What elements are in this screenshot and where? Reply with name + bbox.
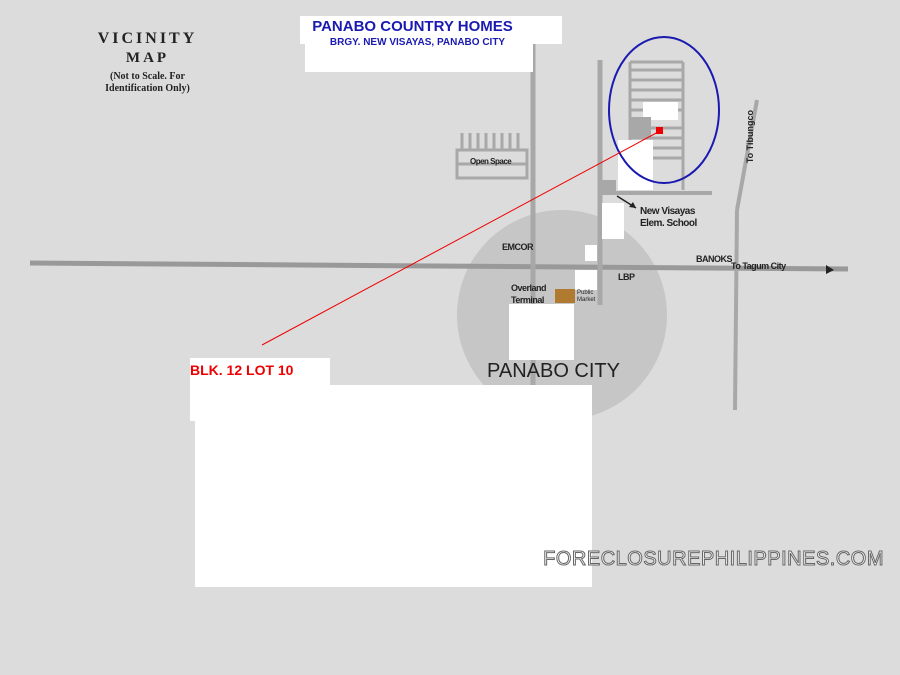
public-market-icon [555, 289, 575, 303]
banoks-label: BANOKS [696, 254, 733, 264]
market-line-2: Market [577, 297, 596, 303]
watermark: FORECLOSUREPHILIPPINES.COM [543, 548, 884, 571]
open-space-label: Open Space [470, 157, 512, 166]
arrow-icon [629, 202, 636, 208]
note-line-1: (Not to Scale. For [110, 71, 185, 82]
highway [29, 260, 849, 272]
overland-line-2: Terminal [511, 295, 544, 305]
city-label: PANABO CITY [487, 360, 620, 382]
subdivision-name: PANABO COUNTRY HOMES [312, 18, 513, 35]
block-white [585, 245, 597, 261]
lot-label-box-tail [190, 385, 198, 421]
overland-line-1: Overland [511, 283, 547, 293]
blank-panel [195, 385, 592, 587]
block-white [575, 270, 597, 290]
block-gray [631, 117, 651, 139]
lot-label: BLK. 12 LOT 10 [190, 362, 294, 378]
header-box-2 [305, 44, 533, 72]
school-line-1: New Visayas [640, 206, 695, 217]
block-gray [600, 180, 616, 195]
open-space-block [455, 133, 529, 180]
to-north-label: To Tibungco [745, 110, 755, 163]
property-highlight-circle [608, 36, 720, 184]
to-tagum-label: To Tagum City [731, 261, 786, 271]
pointer-line [261, 130, 661, 346]
road-east [735, 99, 759, 211]
arrow-icon [826, 265, 834, 274]
lot-label-box [190, 358, 330, 385]
map-title: VICINITY [97, 30, 198, 47]
property-marker [656, 127, 663, 134]
subdivision-address: BRGY. NEW VISAYAS, PANABO CITY [329, 37, 506, 48]
block-white [509, 304, 574, 360]
lbp-label: LBP [618, 272, 635, 282]
emcor-label: EMCOR [502, 242, 534, 252]
map-title-2: MAP [125, 50, 170, 66]
header-box [300, 16, 562, 44]
school-line-2: Elem. School [640, 218, 697, 229]
block-white [602, 203, 624, 239]
block-white [618, 140, 653, 190]
to-north-text: To Tibungco [745, 110, 755, 164]
market-line-1: Public [577, 290, 594, 296]
note-line-2: Identification Only) [105, 83, 190, 94]
block-white [643, 102, 678, 120]
road-east-south [733, 209, 739, 411]
